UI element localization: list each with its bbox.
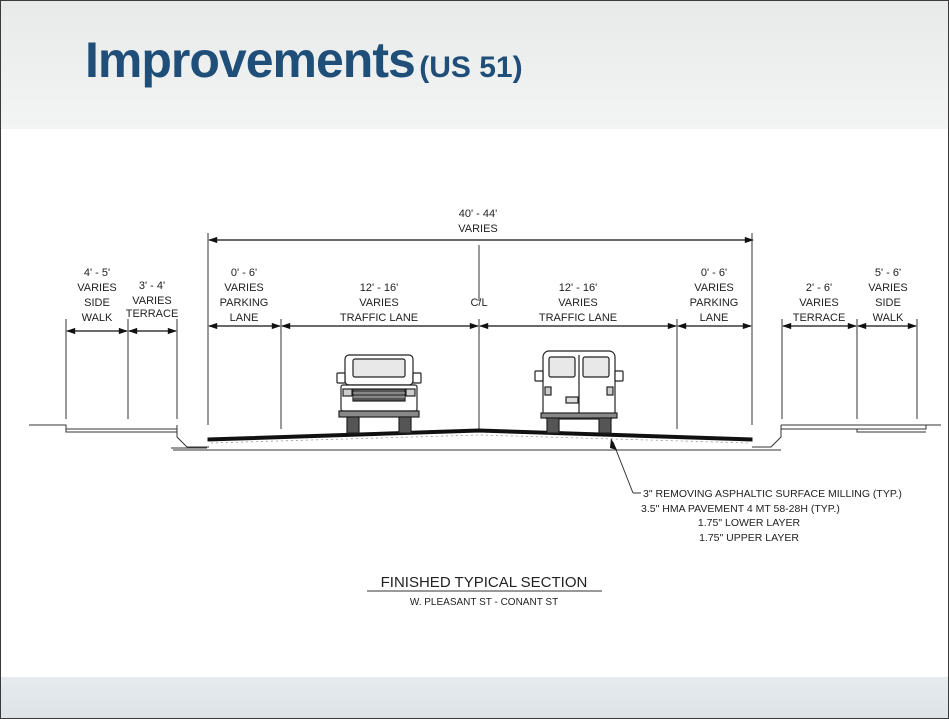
seg-right-terrace-dim: 2' - 6' [806,282,832,294]
seg-left-sidewalk-name1: SIDE [84,297,110,309]
road-profile [29,424,941,451]
pavement-note-2: 3.5" HMA PAVEMENT 4 MT 58-28H (TYP.) [641,503,840,515]
seg-right-parking-dim: 0' - 6' [701,267,727,279]
seg-right-sidewalk-dim: 5' - 6' [875,267,901,279]
seg-left-parking-name1: PARKING [220,297,269,309]
pavement-note-1: 3" REMOVING ASPHALTIC SURFACE MILLING (T… [643,488,902,500]
title-main: Improvements [85,32,416,88]
seg-left-terrace-varies: VARIES [132,295,172,307]
seg-right-sidewalk-varies: VARIES [868,282,908,294]
seg-right-traffic-varies: VARIES [558,297,598,309]
seg-left-sidewalk-dim: 4' - 5' [84,267,110,279]
page-title: Improvements (US 51) [85,31,523,89]
vehicle-front-icon [336,354,422,434]
left-segment-labels: 4' - 5' VARIES SIDE WALK 3' - 4' VARIES … [77,267,418,324]
pavement-note-4: 1.75" UPPER LAYER [699,532,799,544]
overall-dim-label: 40' - 44' [459,208,497,220]
seg-left-sidewalk-varies: VARIES [77,282,117,294]
centerline-label: C/L [470,297,487,309]
pavement-note-3: 1.75" LOWER LAYER [698,517,801,529]
seg-left-traffic-dim: 12' - 16' [360,282,398,294]
seg-left-traffic-name1: TRAFFIC LANE [340,312,418,324]
section-subtitle: W. PLEASANT ST - CONANT ST [410,597,558,608]
seg-right-parking-name1: PARKING [690,297,739,309]
vehicle-rear-icon [534,350,624,434]
seg-left-sidewalk-name2: WALK [82,312,113,324]
seg-right-sidewalk-name2: WALK [873,312,904,324]
pavement-callout [610,438,641,494]
seg-left-traffic-varies: VARIES [359,297,399,309]
seg-left-terrace-name1: TERRACE [126,308,179,320]
seg-right-traffic-name1: TRAFFIC LANE [539,312,617,324]
seg-right-terrace-name1: TERRACE [793,312,846,324]
seg-left-terrace-dim: 3' - 4' [139,280,165,292]
footer-band [1,677,948,718]
seg-left-parking-varies: VARIES [224,282,264,294]
extension-lines [65,233,918,429]
seg-right-traffic-dim: 12' - 16' [559,282,597,294]
overall-varies-label: VARIES [458,223,498,235]
seg-right-parking-name2: LANE [700,312,729,324]
seg-left-parking-dim: 0' - 6' [231,267,257,279]
section-title: FINISHED TYPICAL SECTION [381,574,588,591]
segment-dim-lines [66,322,917,335]
title-sub: (US 51) [419,51,523,84]
seg-right-parking-varies: VARIES [694,282,734,294]
seg-left-parking-name2: LANE [230,312,259,324]
seg-right-sidewalk-name1: SIDE [875,297,901,309]
header-band: Improvements (US 51) [1,1,948,129]
right-segment-labels: 12' - 16' VARIES TRAFFIC LANE 0' - 6' VA… [539,267,908,324]
seg-right-terrace-varies: VARIES [799,297,839,309]
